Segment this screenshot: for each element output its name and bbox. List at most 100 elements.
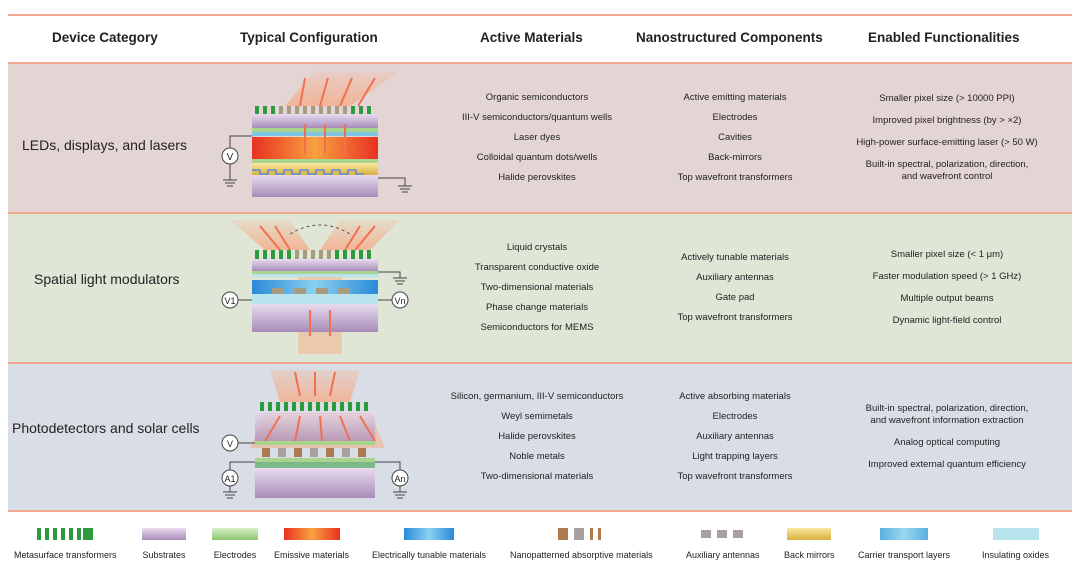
material-item: III-V semiconductors/quantum wells bbox=[462, 112, 612, 123]
functionalities-list: Smaller pixel size (< 1 μm) Faster modul… bbox=[842, 216, 1052, 360]
metasurface-layer bbox=[255, 250, 371, 259]
wire bbox=[229, 135, 252, 148]
legend-item: Nanopatterned absorptive materials bbox=[510, 528, 653, 560]
steering-arc bbox=[289, 224, 351, 235]
row-photodetectors-solar-cells bbox=[8, 363, 1072, 511]
gradient-bar-icon bbox=[880, 528, 929, 540]
absorber-pattern bbox=[262, 448, 366, 457]
legend-label: Back mirrors bbox=[784, 550, 835, 560]
gradient-bar-icon bbox=[142, 528, 186, 540]
voltage-label: V bbox=[227, 152, 234, 163]
category-label: Spatial light modulators bbox=[34, 271, 180, 287]
material-item: Transparent conductive oxide bbox=[474, 262, 600, 273]
component-item: Auxiliary antennas bbox=[696, 431, 774, 442]
transport-layer bbox=[252, 132, 378, 136]
header-device-category: Device Category bbox=[52, 30, 158, 45]
block-pattern-icon bbox=[558, 528, 602, 540]
voltage-source-vn bbox=[391, 291, 409, 309]
header-enabled-functionalities: Enabled Functionalities bbox=[868, 30, 1020, 45]
row-divider bbox=[8, 510, 1072, 512]
functionality-item: Smaller pixel size (> 10000 PPI) bbox=[879, 93, 1015, 104]
component-item: Electrodes bbox=[712, 112, 758, 123]
functionality-item: High-power surface-emitting laser (> 50 … bbox=[856, 137, 1038, 148]
reflected-beam-right bbox=[320, 220, 400, 250]
metasurface-layer bbox=[255, 106, 371, 114]
legend-item: Auxiliary antennas bbox=[686, 528, 760, 560]
gradient-bar-icon bbox=[404, 528, 455, 540]
legend-label: Auxiliary antennas bbox=[686, 550, 760, 560]
arrow-group bbox=[259, 225, 376, 336]
ground-symbol bbox=[378, 271, 407, 285]
wire bbox=[375, 461, 401, 470]
legend-item: Substrates bbox=[142, 528, 186, 560]
functionality-item: Built-in spectral, polarization, directi… bbox=[865, 403, 1029, 426]
legend-label: Carrier transport layers bbox=[858, 550, 951, 560]
legend: Metasurface transformers Substrates Elec… bbox=[0, 528, 1080, 570]
material-item: Halide perovskites bbox=[498, 431, 576, 442]
gradient-bar-icon bbox=[787, 528, 832, 540]
component-item: Active absorbing materials bbox=[679, 391, 791, 402]
category-label: Photodetectors and solar cells bbox=[12, 420, 200, 436]
emission-beam bbox=[285, 71, 400, 106]
legend-item: Back mirrors bbox=[784, 528, 835, 560]
legend-label: Emissive materials bbox=[274, 550, 350, 560]
bottom-substrate bbox=[255, 468, 375, 498]
top-electrode bbox=[255, 441, 375, 445]
legend-label: Electrodes bbox=[213, 550, 257, 560]
back-mirror bbox=[252, 163, 378, 175]
insulating-oxide bbox=[252, 274, 378, 277]
photodetector-configuration-diagram: V A1 An bbox=[221, 370, 409, 499]
bottom-electrode bbox=[252, 159, 378, 163]
functionality-item: Dynamic light-field control bbox=[892, 315, 1002, 326]
material-item: Colloidal quantum dots/wells bbox=[476, 152, 598, 163]
functionality-item: Improved pixel brightness (by > ×2) bbox=[872, 115, 1022, 126]
insulating-oxide bbox=[252, 294, 378, 304]
legend-label: Metasurface transformers bbox=[14, 550, 117, 560]
top-electrode bbox=[252, 128, 378, 132]
material-item: Halide perovskites bbox=[498, 172, 576, 183]
functionalities-list: Built-in spectral, polarization, directi… bbox=[842, 366, 1052, 508]
material-item: Noble metals bbox=[509, 451, 565, 462]
tunable-layer bbox=[252, 280, 378, 294]
functionality-item: Improved external quantum efficiency bbox=[868, 459, 1026, 470]
component-item: Back-mirrors bbox=[708, 152, 762, 163]
row-spatial-light-modulators bbox=[8, 213, 1072, 363]
material-item: Phase change materials bbox=[486, 302, 588, 313]
table-header: Device Category Typical Configuration Ac… bbox=[0, 22, 1080, 58]
emissive-layer bbox=[252, 137, 378, 159]
reflected-beam-left bbox=[230, 220, 310, 250]
top-rule bbox=[8, 14, 1072, 16]
component-item: Auxiliary antennas bbox=[696, 272, 774, 283]
ground-symbol bbox=[378, 177, 412, 193]
header-active-materials: Active Materials bbox=[480, 30, 583, 45]
legend-item: Emissive materials bbox=[274, 528, 349, 560]
material-item: Two-dimensional materials bbox=[480, 471, 594, 482]
legend-item: Metasurface transformers bbox=[14, 528, 117, 560]
ammeter-label: An bbox=[394, 474, 405, 484]
arrow-group bbox=[299, 77, 376, 154]
voltage-source-v1 bbox=[221, 291, 239, 309]
row-divider bbox=[8, 212, 1072, 214]
legend-label: Nanopatterned absorptive materials bbox=[510, 550, 653, 560]
voltage-label: V1 bbox=[224, 296, 235, 306]
row-leds-displays-lasers bbox=[8, 63, 1072, 213]
block-pattern-icon bbox=[700, 530, 743, 538]
slm-configuration-diagram: V1 Vn bbox=[221, 220, 409, 354]
component-item: Active emitting materials bbox=[683, 92, 787, 103]
ground-symbol bbox=[223, 164, 237, 187]
gradient-bar-icon bbox=[283, 528, 340, 540]
bottom-electrode bbox=[255, 458, 375, 462]
component-item: Top wavefront transformers bbox=[677, 471, 793, 482]
components-list: Active emitting materials Electrodes Cav… bbox=[650, 66, 820, 210]
functionalities-list: Smaller pixel size (> 10000 PPI) Improve… bbox=[842, 66, 1052, 210]
components-list: Actively tunable materials Auxiliary ant… bbox=[650, 216, 820, 360]
bottom-substrate bbox=[252, 175, 378, 197]
ammeter-label: A1 bbox=[224, 474, 235, 484]
component-item: Actively tunable materials bbox=[681, 252, 789, 263]
wire bbox=[229, 461, 255, 470]
component-item: Top wavefront transformers bbox=[677, 312, 793, 323]
ground-symbol bbox=[393, 486, 407, 499]
top-substrate bbox=[252, 114, 378, 128]
voltage-label: V bbox=[227, 439, 233, 449]
ground-symbol bbox=[223, 486, 237, 499]
